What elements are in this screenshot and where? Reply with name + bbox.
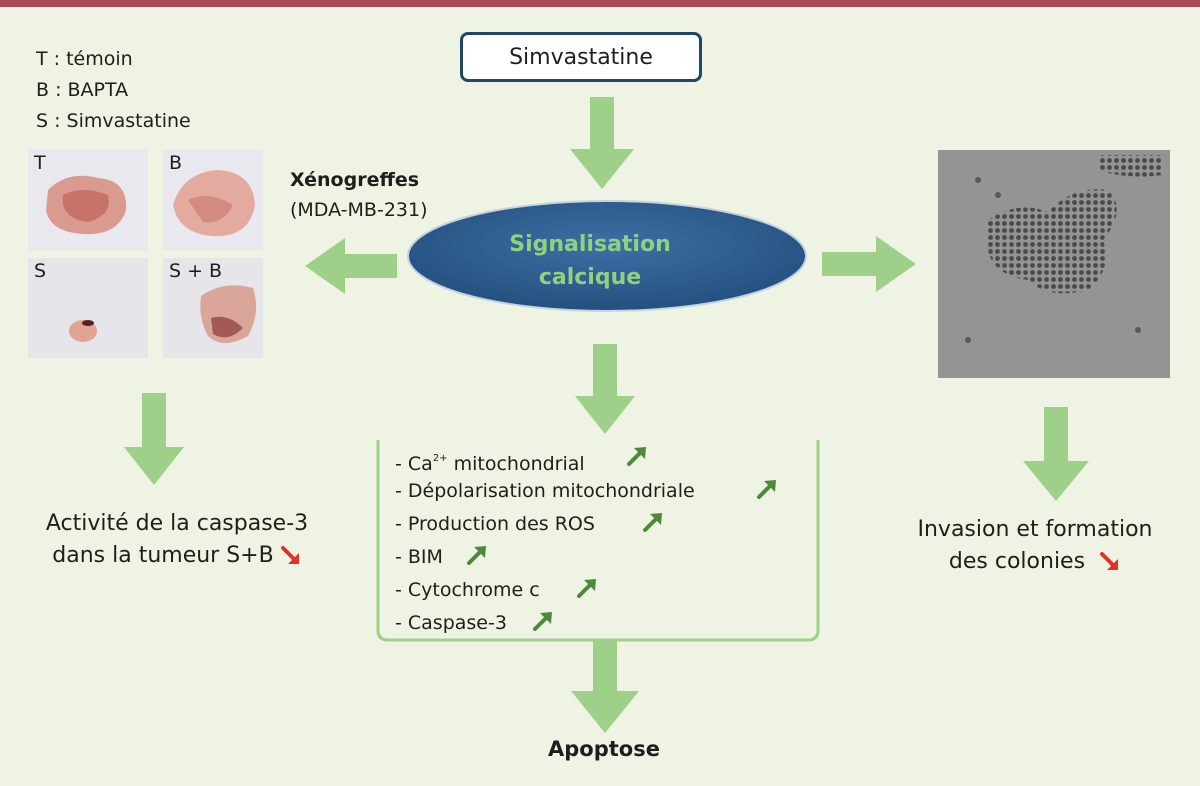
arrow-down-right-icon <box>1100 552 1119 570</box>
tumor-photo-sb: S + B <box>163 258 263 358</box>
arrow-right-invasion <box>822 236 916 292</box>
calcium-signaling-line1: Signalisation <box>509 232 671 257</box>
xenografts-title: Xénogreffes <box>290 169 420 191</box>
caspase-activity-text: Activité de la caspase-3 dans la tumeur … <box>22 508 332 572</box>
effects-bracket <box>376 440 820 642</box>
arrow-up-right-icon <box>467 546 486 565</box>
legend-t: T : témoin <box>36 48 133 70</box>
legend: T : témoin B : BAPTA S : Simvastatine <box>36 44 191 137</box>
calcium-signaling-label: Signalisation calcique <box>470 228 710 294</box>
effect-caspase3: - Caspase-3 <box>395 607 695 640</box>
simvastatine-box: Simvastatine <box>460 32 702 82</box>
arrow-down-caspase <box>124 393 184 485</box>
photo-label-s: S <box>34 260 47 282</box>
invasion-text: Invasion et formation des colonies <box>900 514 1170 578</box>
arrow-up-right-icon <box>757 480 776 499</box>
caspase-line2: dans la tumeur S+B <box>22 540 332 572</box>
tumor-photo-b: B <box>163 150 263 250</box>
arrow-down-effects <box>575 344 635 434</box>
tumor-photo-t: T <box>28 150 148 250</box>
calcium-signaling-ellipse <box>407 200 807 312</box>
photo-label-sb: S + B <box>169 260 223 282</box>
apoptosis-label: Apoptose <box>548 737 660 761</box>
invasion-line1: Invasion et formation <box>917 517 1153 542</box>
arrow-down-right-icon <box>280 546 299 564</box>
invasion-line2: des colonies <box>900 546 1170 578</box>
legend-b: B : BAPTA <box>36 79 129 101</box>
effect-cytochrome: - Cytochrome c <box>395 574 695 607</box>
effect-ca-mitochondrial: - Ca2+ mitochondrial <box>395 442 695 475</box>
photo-label-b: B <box>169 152 183 174</box>
arrow-up-right-icon <box>533 612 552 631</box>
arrow-left-xenografts <box>305 238 397 294</box>
effects-list: - Ca2+ mitochondrial - Dépolarisation mi… <box>395 442 776 640</box>
arrow-up-right-icon <box>627 447 646 466</box>
tumor-photo-s: S <box>28 258 148 358</box>
arrow-up-right-icon <box>643 513 662 532</box>
xenografts-cellline: (MDA-MB-231) <box>290 199 428 221</box>
effect-depolarisation: - Dépolarisation mitochondriale <box>395 475 776 508</box>
photo-label-t: T <box>34 152 46 174</box>
invasion-micrograph <box>938 150 1170 378</box>
top-accent-bar <box>0 0 1200 7</box>
arrow-up-right-icon <box>577 579 596 598</box>
calcium-signaling-line2: calcique <box>538 265 642 290</box>
arrow-down-colonies <box>1023 407 1089 501</box>
effect-ros: - Production des ROS <box>395 508 695 541</box>
simvastatine-label: Simvastatine <box>509 44 653 70</box>
xenografts-label: Xénogreffes (MDA-MB-231) <box>290 165 428 225</box>
caspase-line1: Activité de la caspase-3 <box>45 511 309 536</box>
effect-bim: - BIM <box>395 541 695 574</box>
arrow-down-simvastatine <box>570 97 634 189</box>
arrow-down-apoptose <box>571 641 639 733</box>
legend-s: S : Simvastatine <box>36 110 191 132</box>
